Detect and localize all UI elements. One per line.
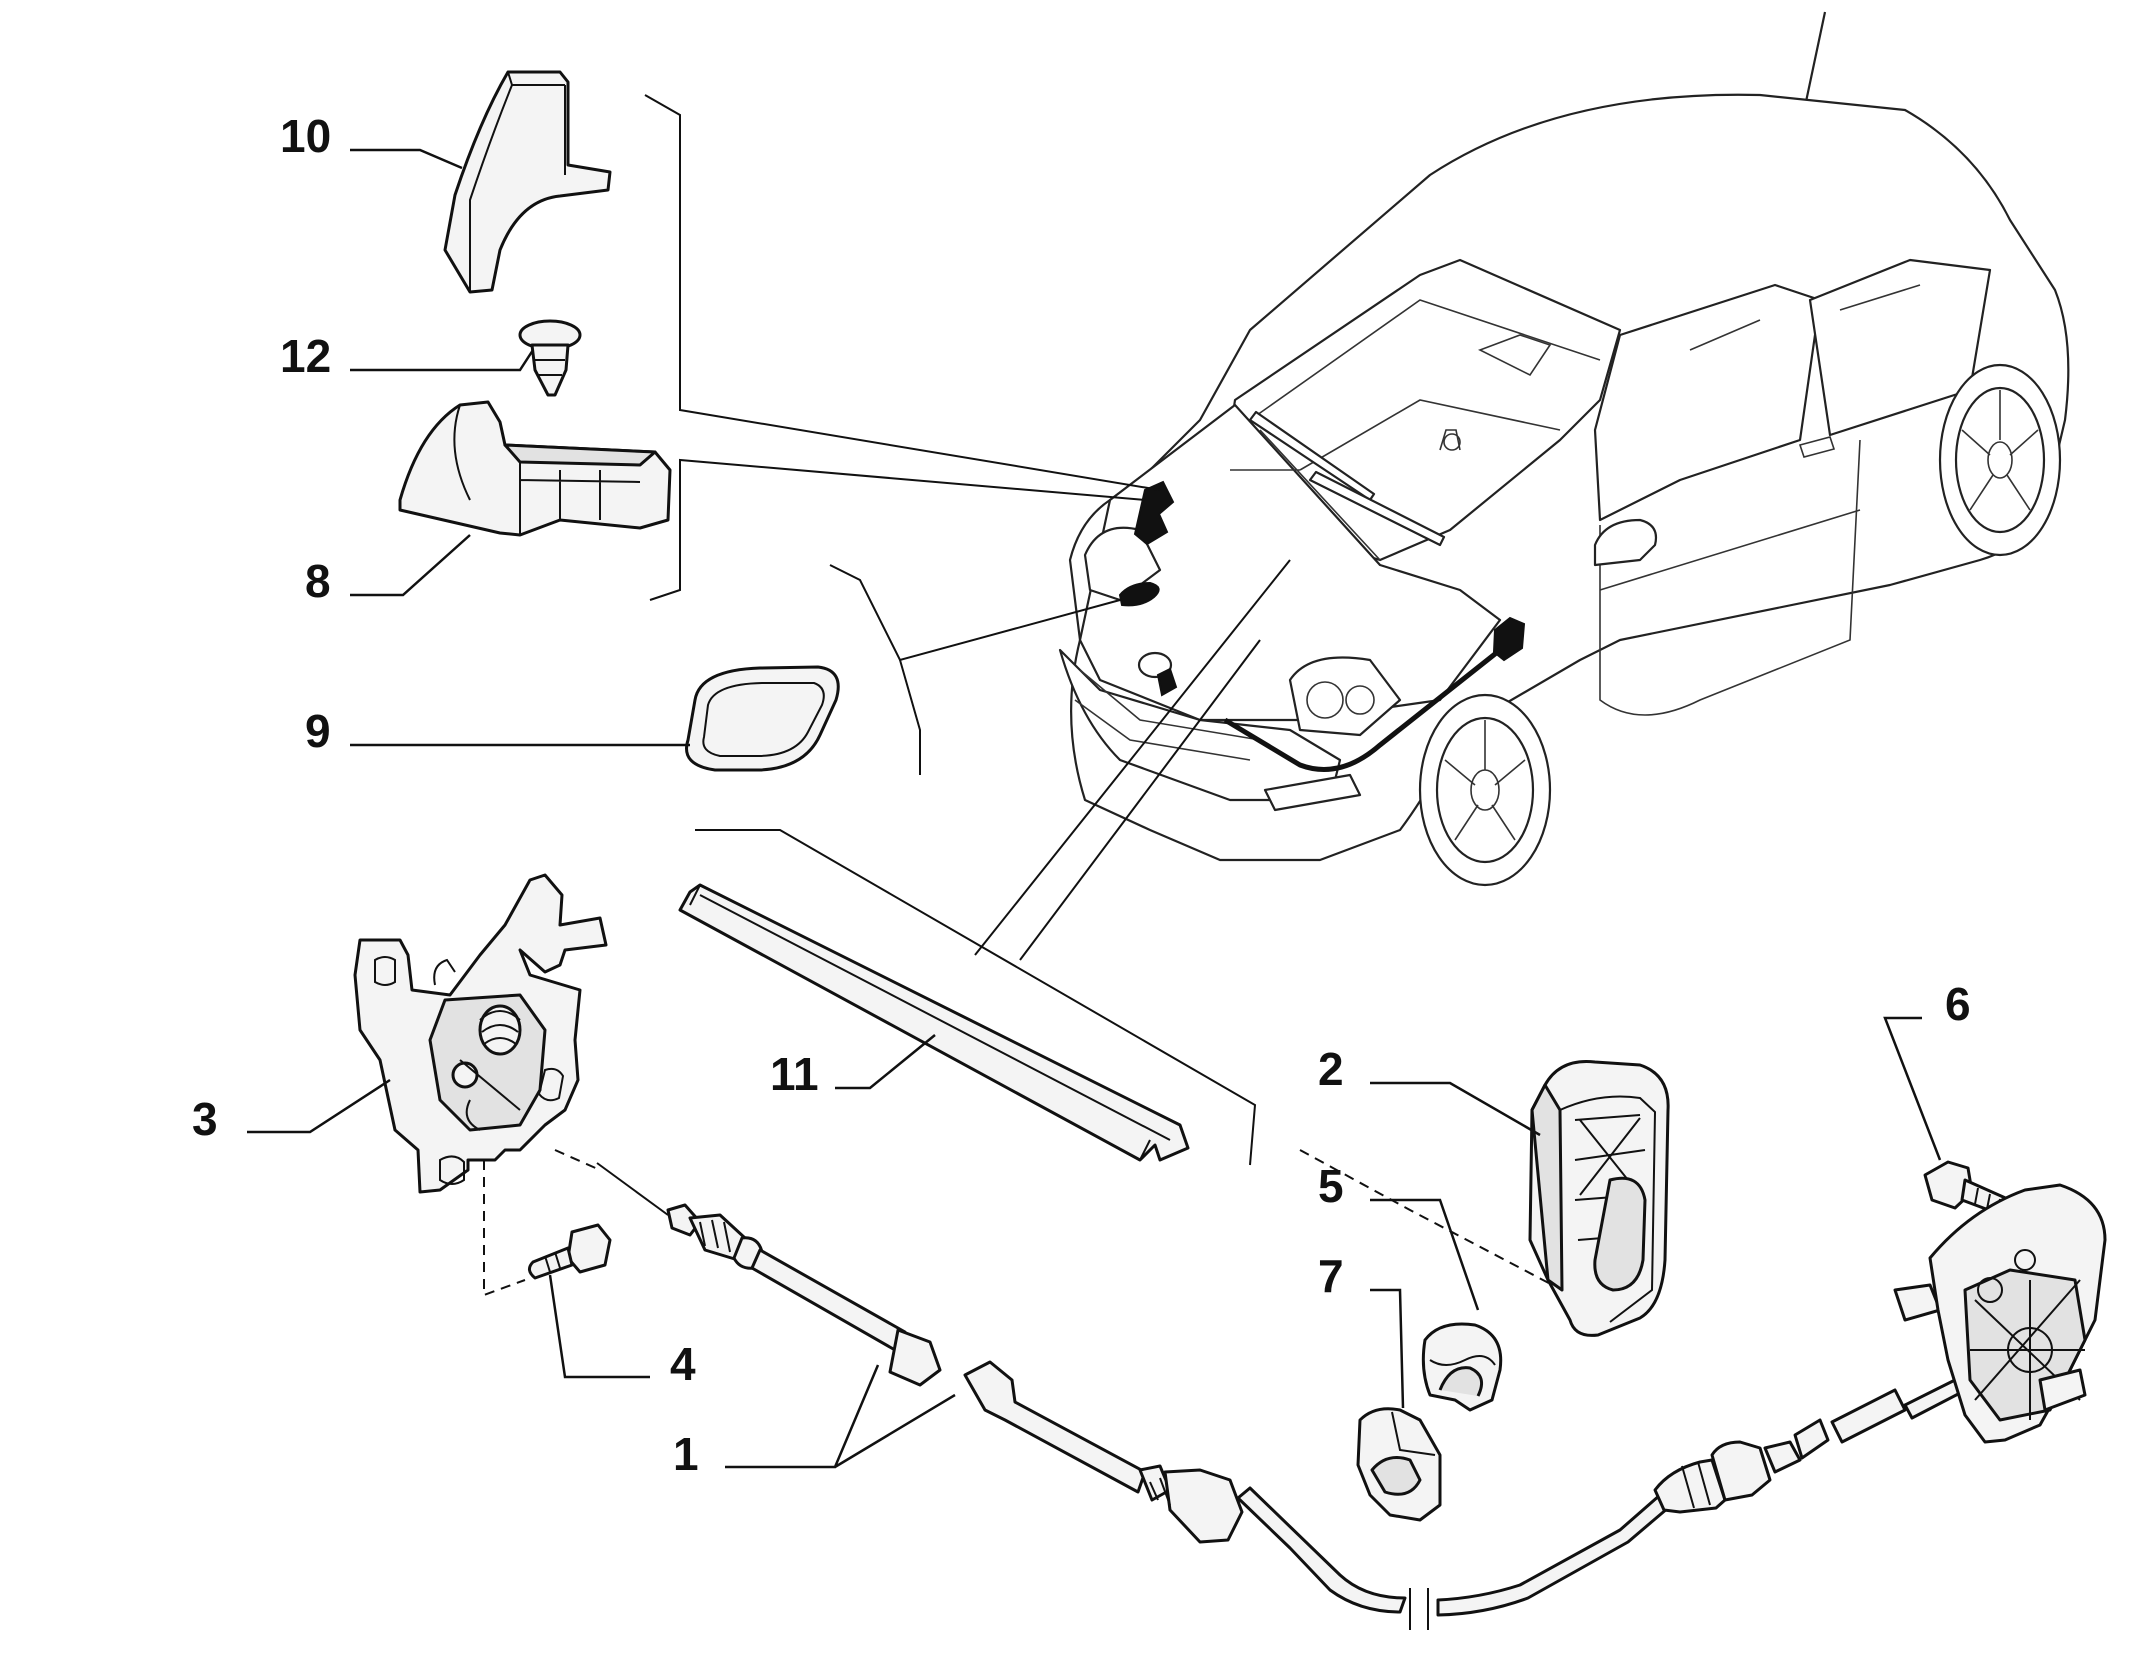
part-2-handle	[1528, 1059, 1670, 1337]
car-highlight-cable	[1223, 648, 1502, 772]
callout-6: 6	[1945, 978, 1971, 1030]
part-5-clip	[1421, 1322, 1503, 1412]
leader-10	[350, 148, 463, 170]
guide-lines	[644, 94, 1291, 1166]
leader-7	[1370, 1288, 1405, 1409]
part-1-release-cable	[596, 1162, 1964, 1630]
part-11-seal-strip	[678, 883, 1190, 1162]
leader-12	[350, 349, 535, 372]
callout-3: 3	[192, 1093, 218, 1145]
handle-backing-plate	[1893, 1183, 2107, 1444]
leader-5	[1370, 1198, 1480, 1311]
callout-2: 2	[1318, 1043, 1344, 1095]
callout-10: 10	[280, 110, 331, 162]
callout-7: 7	[1318, 1250, 1344, 1302]
leader-1	[725, 1364, 956, 1469]
car-highlight-grommet	[1118, 581, 1160, 607]
callout-11: 11	[770, 1048, 819, 1100]
callout-8: 8	[305, 555, 331, 607]
car-highlight-hood-bracket	[1133, 480, 1175, 546]
callout-5: 5	[1318, 1160, 1344, 1212]
leader-8	[350, 534, 471, 597]
leader-4	[548, 1274, 650, 1379]
part-12-push-clip	[518, 319, 582, 397]
leader-lines	[247, 148, 1942, 1469]
part-10-cover-bracket	[443, 70, 612, 294]
callout-labels: 10 12 8 9 3 4 1 11 2 5 7 6	[192, 110, 1971, 1480]
part-9-seal-ring	[685, 665, 840, 772]
callout-12: 12	[280, 330, 331, 382]
part-3-hood-latch	[353, 873, 608, 1194]
leader-3	[247, 1078, 391, 1134]
alignment-lines	[483, 1149, 1601, 1311]
part-8-bracket	[398, 400, 672, 537]
callout-1: 1	[673, 1428, 699, 1480]
leader-11	[835, 1034, 936, 1090]
car-highlight-latch	[1156, 667, 1178, 697]
callout-9: 9	[305, 705, 331, 757]
car-illustration	[1058, 11, 2070, 887]
leader-6	[1883, 1016, 1942, 1161]
callout-4: 4	[670, 1338, 696, 1390]
leader-2	[1370, 1081, 1541, 1137]
part-4-bolt	[528, 1223, 612, 1280]
part-7-clip	[1356, 1407, 1442, 1522]
